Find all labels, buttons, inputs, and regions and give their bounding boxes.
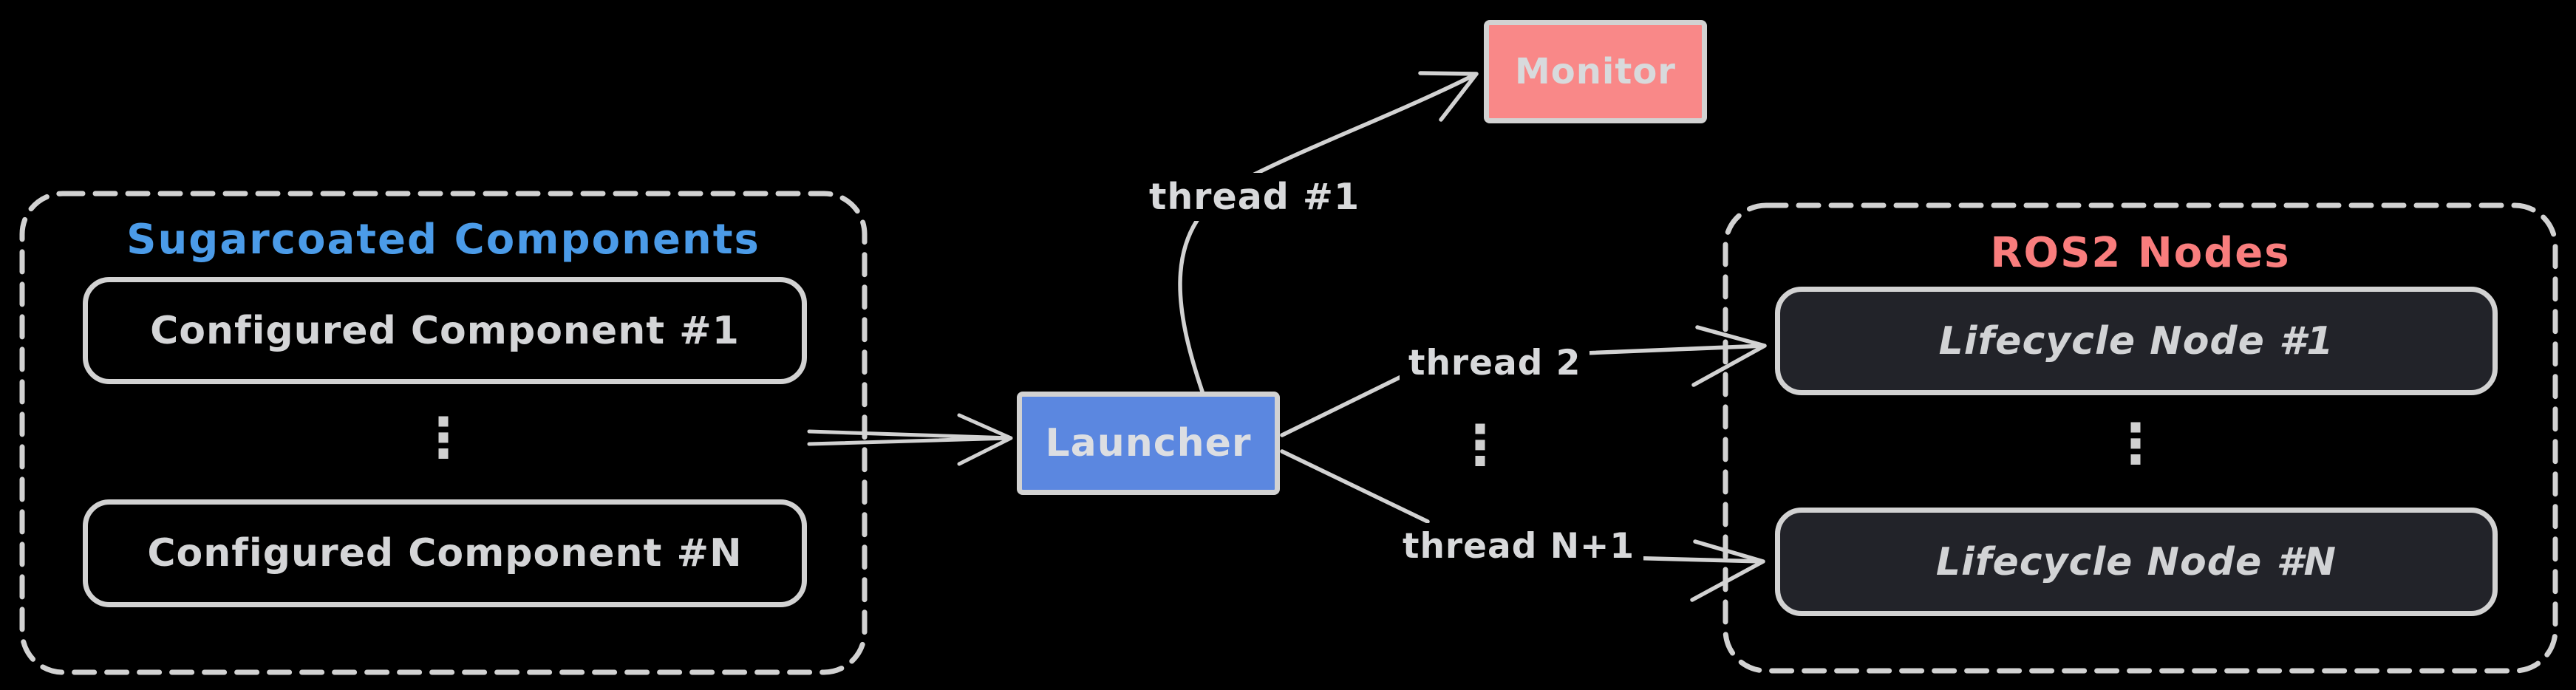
nodes-ellipsis: ⋮ (2108, 412, 2163, 476)
lifecycle-node-1-label: Lifecycle Node #1 (1938, 318, 2334, 363)
thread-n1-label: thread N+1 (1394, 523, 1644, 570)
configured-component-n-label: Configured Component #N (147, 531, 743, 575)
nodes-group-title: ROS2 Nodes (1990, 229, 2291, 277)
nodes-container-border (1723, 202, 2558, 674)
arrow-components-to-launcher (807, 413, 1013, 466)
lifecycle-node-n-label: Lifecycle Node #N (1935, 539, 2337, 584)
launcher-box: Launcher (1017, 392, 1280, 495)
thread-1-label: thread #1 (1140, 173, 1369, 221)
configured-component-1-box: Configured Component #1 (83, 277, 807, 384)
configured-component-1-label: Configured Component #1 (150, 308, 740, 353)
configured-component-n-box: Configured Component #N (83, 499, 807, 607)
thread-2-label: thread 2 (1400, 340, 1590, 386)
arrow-launcher-to-node1 (1280, 325, 1767, 437)
monitor-box: Monitor (1484, 20, 1707, 123)
threads-ellipsis: ⋮ (1453, 414, 1507, 477)
launcher-label: Launcher (1045, 421, 1252, 465)
components-ellipsis: ⋮ (416, 406, 471, 470)
components-group-title: Sugarcoated Components (126, 216, 760, 264)
arrow-launcher-to-nodeN (1280, 449, 1765, 602)
lifecycle-node-n-box: Lifecycle Node #N (1775, 508, 2498, 616)
monitor-label: Monitor (1515, 51, 1676, 92)
lifecycle-node-1-box: Lifecycle Node #1 (1775, 287, 2498, 395)
